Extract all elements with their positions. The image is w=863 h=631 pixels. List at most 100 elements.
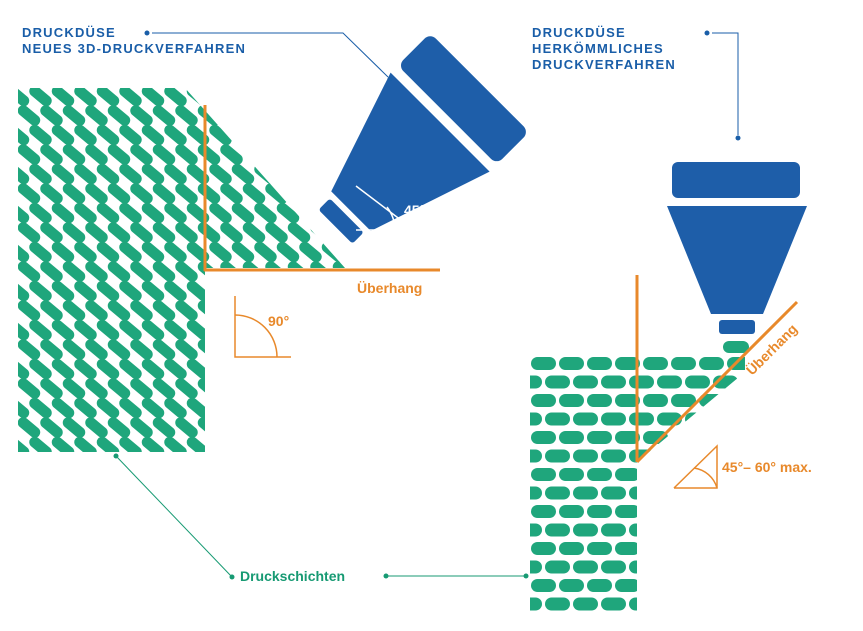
diagonal-layer-segment <box>62 222 86 243</box>
horizontal-layer-segment <box>601 449 626 463</box>
horizontal-layer-segment <box>545 486 570 500</box>
horizontal-layer-segment <box>601 560 626 574</box>
diagonal-layer-segment <box>209 124 232 146</box>
diagonal-layer-segment <box>220 339 243 360</box>
diagonal-layer-segment <box>96 436 120 452</box>
horizontal-layer-segment <box>587 357 612 370</box>
diagonal-layer-segment <box>254 397 277 419</box>
nozzle-conv-subtitle-2: DRUCKVERFAHREN <box>532 57 676 72</box>
horizontal-layer-segment <box>601 486 626 500</box>
diagonal-layer-segment <box>40 183 63 204</box>
horizontal-layer-segment <box>587 468 612 481</box>
diagonal-layer-segment <box>85 261 108 282</box>
diagonal-layer-segment <box>220 300 243 321</box>
diagonal-layer-segment <box>119 241 142 263</box>
horizontal-layer-segment <box>643 579 668 592</box>
diagonal-layer-segment <box>231 241 255 263</box>
horizontal-layer-segment <box>755 542 780 555</box>
diagonal-layer-segment <box>231 436 255 452</box>
diagonal-layer-segment <box>164 124 187 146</box>
horizontal-layer-segment <box>741 523 745 537</box>
horizontal-layer-segment <box>531 468 556 481</box>
orange-axes-right <box>635 275 799 464</box>
tilted-nozzle <box>319 36 526 243</box>
diagonal-layer-segment <box>231 124 255 146</box>
tilted-nozzle-cone <box>331 72 490 231</box>
nozzle-new-subtitle: NEUES 3D-DRUCKVERFAHREN <box>22 41 246 56</box>
diagonal-layer-segment <box>141 280 165 302</box>
diagonal-layer-segment <box>197 183 221 204</box>
horizontal-layer-segment <box>685 375 710 389</box>
diagonal-layer-segment <box>119 280 142 302</box>
diagonal-layer-segment <box>85 183 108 204</box>
horizontal-layer-segment <box>601 412 626 426</box>
diagonal-layer-segment <box>51 88 75 107</box>
horizontal-layer-segment <box>587 579 612 592</box>
diagonal-layer-segment <box>119 436 142 452</box>
diagonal-layer-segment <box>287 339 311 360</box>
diagonal-layer-segment <box>107 105 131 126</box>
horizontal-layer-segment <box>741 560 745 574</box>
angle-90-label: 90° <box>268 313 289 329</box>
angle-range-label: 45°– 60° max. <box>722 459 812 475</box>
horizontal-layer-segment <box>657 560 682 574</box>
diagonal-layer-segment <box>287 105 311 126</box>
diagonal-layer-segment <box>276 358 300 380</box>
diagonal-layer-segment <box>74 124 97 146</box>
horizontal-layer-segment <box>727 394 745 407</box>
horizontal-layer-segment <box>643 357 668 370</box>
diagonal-layer-segment <box>310 339 333 360</box>
horizontal-layer-segment <box>657 597 682 611</box>
horizontal-layer-segment <box>559 579 584 592</box>
diagonal-layer-segment <box>74 397 97 419</box>
diagonal-layer-segment <box>186 124 210 146</box>
horizontal-layer-segment <box>685 412 710 426</box>
diagonal-layer-segment <box>85 105 108 126</box>
horizontal-layer-segment <box>699 542 724 555</box>
diagonal-layer-segment <box>18 339 41 360</box>
diagonal-layer-segment <box>18 378 41 399</box>
horizontal-layer-segment <box>629 412 654 426</box>
diagonal-layer-segment <box>321 241 345 263</box>
diagonal-layer-segment <box>299 124 322 146</box>
diagonal-layer-segment <box>175 339 198 360</box>
diagonal-layer-segment <box>197 105 221 126</box>
diagonal-layer-segment <box>287 222 311 243</box>
horizontal-layer-segment <box>643 431 668 444</box>
diagonal-layer-segment <box>18 436 30 452</box>
diagonal-layer-segment <box>130 183 153 204</box>
diagonal-layer-segment <box>254 280 277 302</box>
diagonal-layer-segment <box>220 378 243 399</box>
horizontal-layer-segment <box>755 431 780 444</box>
diagonal-layer-segment <box>29 397 52 419</box>
horizontal-layer-segment <box>671 431 696 444</box>
diagonal-layer-segment <box>40 105 63 126</box>
diagonal-layer-segment <box>18 88 30 107</box>
horizontal-layer-segment <box>559 505 584 518</box>
diagonal-layer-segment <box>96 358 120 380</box>
leader-dot <box>144 30 150 36</box>
horizontal-layer-segment <box>573 486 598 500</box>
diagonal-layer-segment <box>130 261 153 282</box>
diagonal-layer-segment <box>62 183 86 204</box>
layers-leader-lines <box>115 455 525 578</box>
horizontal-layer-segment <box>601 375 626 389</box>
horizontal-layer-segment <box>629 560 654 574</box>
diagonal-layer-segment <box>186 241 210 263</box>
diagonal-layer-segment <box>119 319 142 341</box>
diagonal-layer-segment <box>40 222 63 243</box>
diagonal-layer-segment <box>141 358 165 380</box>
diagonal-layer-segment <box>276 202 300 224</box>
diagonal-layer-segment <box>96 280 120 302</box>
horizontal-layer-segment <box>615 579 640 592</box>
diagonal-layer-segment <box>254 241 277 263</box>
diagonal-layer-segment <box>40 378 63 399</box>
tilted-nozzle-cap <box>400 36 526 162</box>
diagonal-layer-segment <box>85 144 108 165</box>
diagonal-layer-segment <box>276 397 300 419</box>
diagonal-layer-segment <box>186 358 210 380</box>
diagonal-layer-segment <box>119 124 142 146</box>
horizontal-layer-segment <box>601 523 626 537</box>
diagonal-layer-segment <box>96 241 120 263</box>
diagonal-layer-segment <box>220 417 243 438</box>
